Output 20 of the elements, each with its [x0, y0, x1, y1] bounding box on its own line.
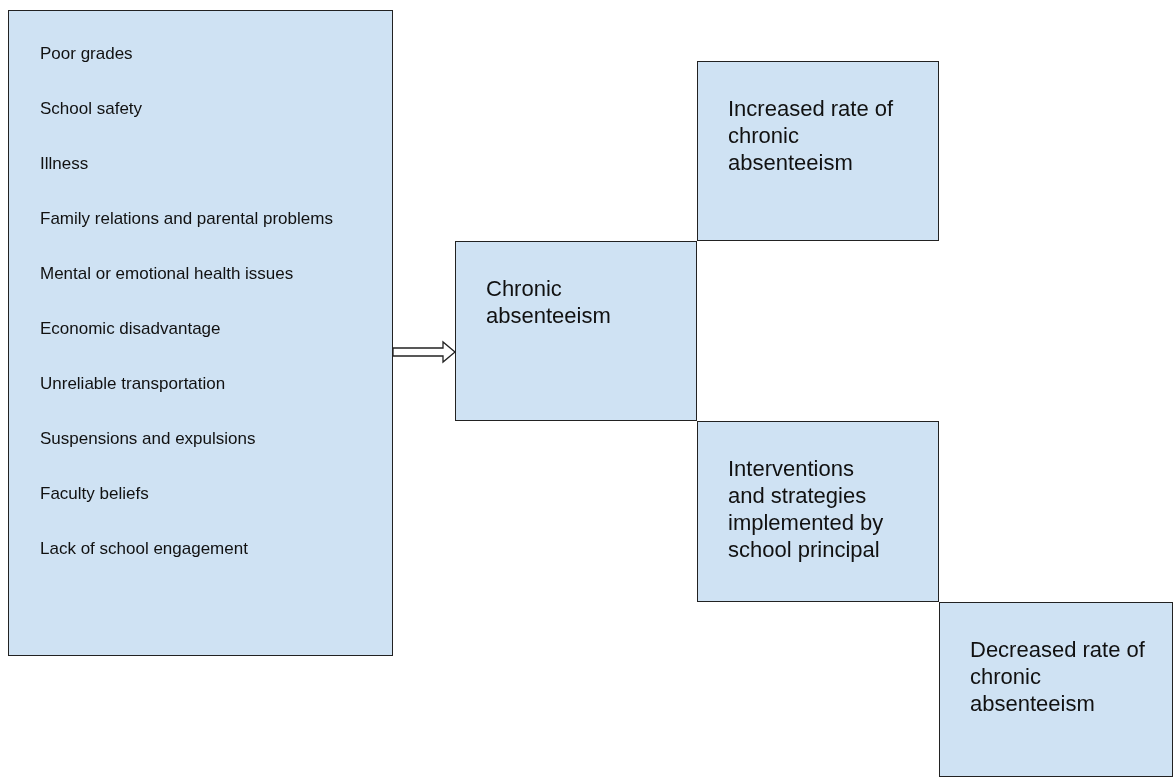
list-item: Poor grades: [40, 43, 134, 65]
process-box: [697, 61, 939, 241]
list-item: School safety: [40, 98, 144, 120]
list-item: Illness: [40, 153, 90, 175]
process-box: [455, 241, 697, 421]
process-box: [939, 602, 1173, 777]
process-box: [697, 421, 939, 602]
list-item: Faculty beliefs: [40, 483, 150, 505]
box-text: Chronic absenteeism: [486, 275, 612, 329]
box-text: Increased rate of chronic absenteeism: [728, 95, 895, 176]
list-item: Unreliable transportation: [40, 373, 227, 395]
list-item: Economic disadvantage: [40, 318, 222, 340]
list-item: Lack of school engagement: [40, 538, 249, 560]
block-arrow: [392, 340, 456, 364]
box-text: Decreased rate of chronic absenteeism: [970, 636, 1145, 717]
box-text: Interventions and strategies implemented by school principal: [728, 455, 885, 563]
process-box: [8, 10, 393, 656]
list-item: Mental or emotional health issues: [40, 263, 295, 285]
list-item: Family relations and parental problems: [40, 208, 334, 230]
list-item: Suspensions and expulsions: [40, 428, 257, 450]
